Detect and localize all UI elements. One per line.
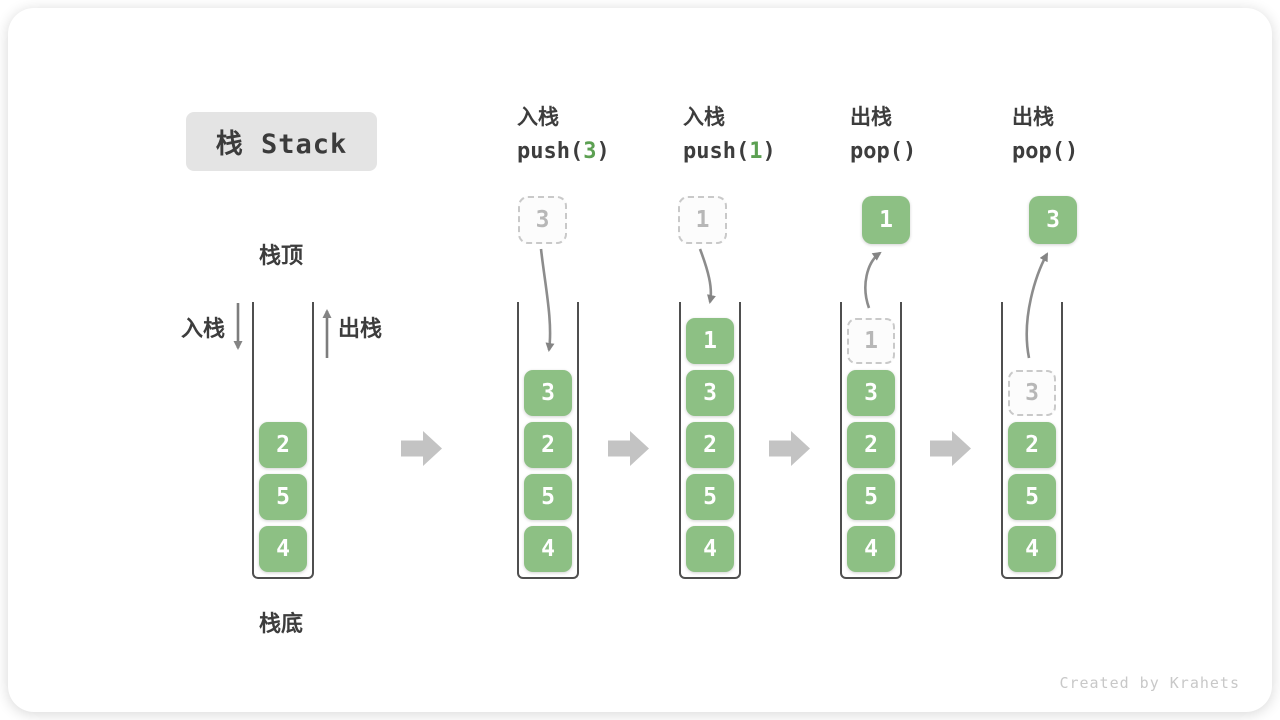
cell-value: 1	[703, 328, 717, 354]
cell-value: 1	[879, 207, 893, 233]
cell-value: 5	[1025, 484, 1039, 510]
stack-cell: 5	[524, 474, 572, 520]
stack-container-after-push-1: 1 3 2 5 4	[679, 302, 741, 579]
stack-bottom-label: 栈底	[259, 612, 304, 637]
op-name: 出栈	[1012, 105, 1054, 129]
cell-value: 5	[864, 484, 878, 510]
op-name: 入栈	[683, 105, 725, 129]
stack-cell: 5	[1008, 474, 1056, 520]
floating-cell-popped-3: 3	[1029, 196, 1077, 244]
stack-container-after-pop-2: 3 2 5 4	[1001, 302, 1063, 579]
op-code: push(1)	[683, 141, 776, 163]
cell-value: 4	[703, 536, 717, 562]
stack-cell: 3	[524, 370, 572, 416]
stack-top-label: 栈顶	[259, 244, 304, 269]
stack-cell: 5	[847, 474, 895, 520]
push-side-label: 入栈	[181, 317, 226, 342]
stack-cell: 1	[686, 318, 734, 364]
cell-value: 4	[541, 536, 555, 562]
floating-cell-dashed-3: 3	[518, 196, 567, 244]
op-name: 出栈	[850, 105, 892, 129]
step-arrow-icon	[608, 431, 649, 466]
pop-side-label: 出栈	[338, 317, 383, 342]
stack-cell: 4	[1008, 526, 1056, 572]
title-box: 栈 Stack	[186, 112, 377, 171]
stack-cell: 2	[524, 422, 572, 468]
cell-value: 2	[703, 432, 717, 458]
stack-cell-dashed: 3	[1008, 370, 1056, 416]
floating-cell-popped-1: 1	[862, 196, 910, 244]
stack-cell-dashed: 1	[847, 318, 895, 364]
stack-cell: 5	[686, 474, 734, 520]
cell-value: 3	[864, 380, 878, 406]
stack-cell: 4	[686, 526, 734, 572]
stack-cell: 2	[259, 422, 307, 468]
code-text: pop(	[1012, 139, 1065, 164]
code-text: )	[902, 139, 917, 164]
cell-value: 4	[276, 536, 290, 562]
stack-cell: 5	[259, 474, 307, 520]
op-code: pop()	[850, 141, 916, 163]
stack-cell: 4	[259, 526, 307, 572]
stack-container-initial: 2 5 4	[252, 302, 314, 579]
cell-value: 3	[703, 380, 717, 406]
code-arg: 1	[749, 139, 763, 164]
stack-cell: 2	[686, 422, 734, 468]
cell-value: 3	[535, 207, 550, 233]
cell-value: 4	[1025, 536, 1039, 562]
stack-cell: 4	[524, 526, 572, 572]
cell-value: 1	[695, 207, 710, 233]
cell-value: 2	[864, 432, 878, 458]
code-text: push(	[517, 139, 584, 164]
stack-cell: 2	[1008, 422, 1056, 468]
code-text: push(	[683, 139, 750, 164]
watermark: Created by Krahets	[1059, 674, 1240, 692]
page-title: 栈 Stack	[215, 129, 348, 160]
cell-value: 3	[1046, 207, 1060, 233]
op-code: pop()	[1012, 141, 1078, 163]
step-arrow-icon	[769, 431, 810, 466]
stack-cell: 2	[847, 422, 895, 468]
stack-cell: 3	[686, 370, 734, 416]
floating-cell-dashed-1: 1	[678, 196, 727, 244]
code-text: )	[1064, 139, 1079, 164]
step-arrow-icon	[930, 431, 971, 466]
cell-value: 2	[276, 432, 290, 458]
op-code: push(3)	[517, 141, 610, 163]
stack-container-after-push-3: 3 2 5 4	[517, 302, 579, 579]
op-label-push-3: 入栈 push(3)	[517, 107, 610, 163]
code-text: )	[596, 139, 610, 164]
cell-value: 3	[1025, 380, 1039, 406]
stack-cell: 4	[847, 526, 895, 572]
cell-value: 5	[703, 484, 717, 510]
op-name: 入栈	[517, 105, 559, 129]
cell-value: 4	[864, 536, 878, 562]
code-text: pop(	[850, 139, 903, 164]
op-label-pop-2: 出栈 pop()	[1012, 107, 1078, 163]
pop-1-motion-arrow	[864, 251, 882, 309]
op-label-pop-1: 出栈 pop()	[850, 107, 916, 163]
cell-value: 5	[276, 484, 290, 510]
step-arrow-icon	[401, 431, 442, 466]
stack-container-after-pop-1: 1 3 2 5 4	[840, 302, 902, 579]
cell-value: 2	[541, 432, 555, 458]
code-text: )	[762, 139, 776, 164]
stack-cell: 3	[847, 370, 895, 416]
cell-value: 1	[864, 328, 878, 354]
push-1-motion-arrow	[698, 248, 716, 304]
cell-value: 2	[1025, 432, 1039, 458]
cell-value: 3	[541, 380, 555, 406]
op-label-push-1: 入栈 push(1)	[683, 107, 776, 163]
cell-value: 5	[541, 484, 555, 510]
code-arg: 3	[583, 139, 597, 164]
